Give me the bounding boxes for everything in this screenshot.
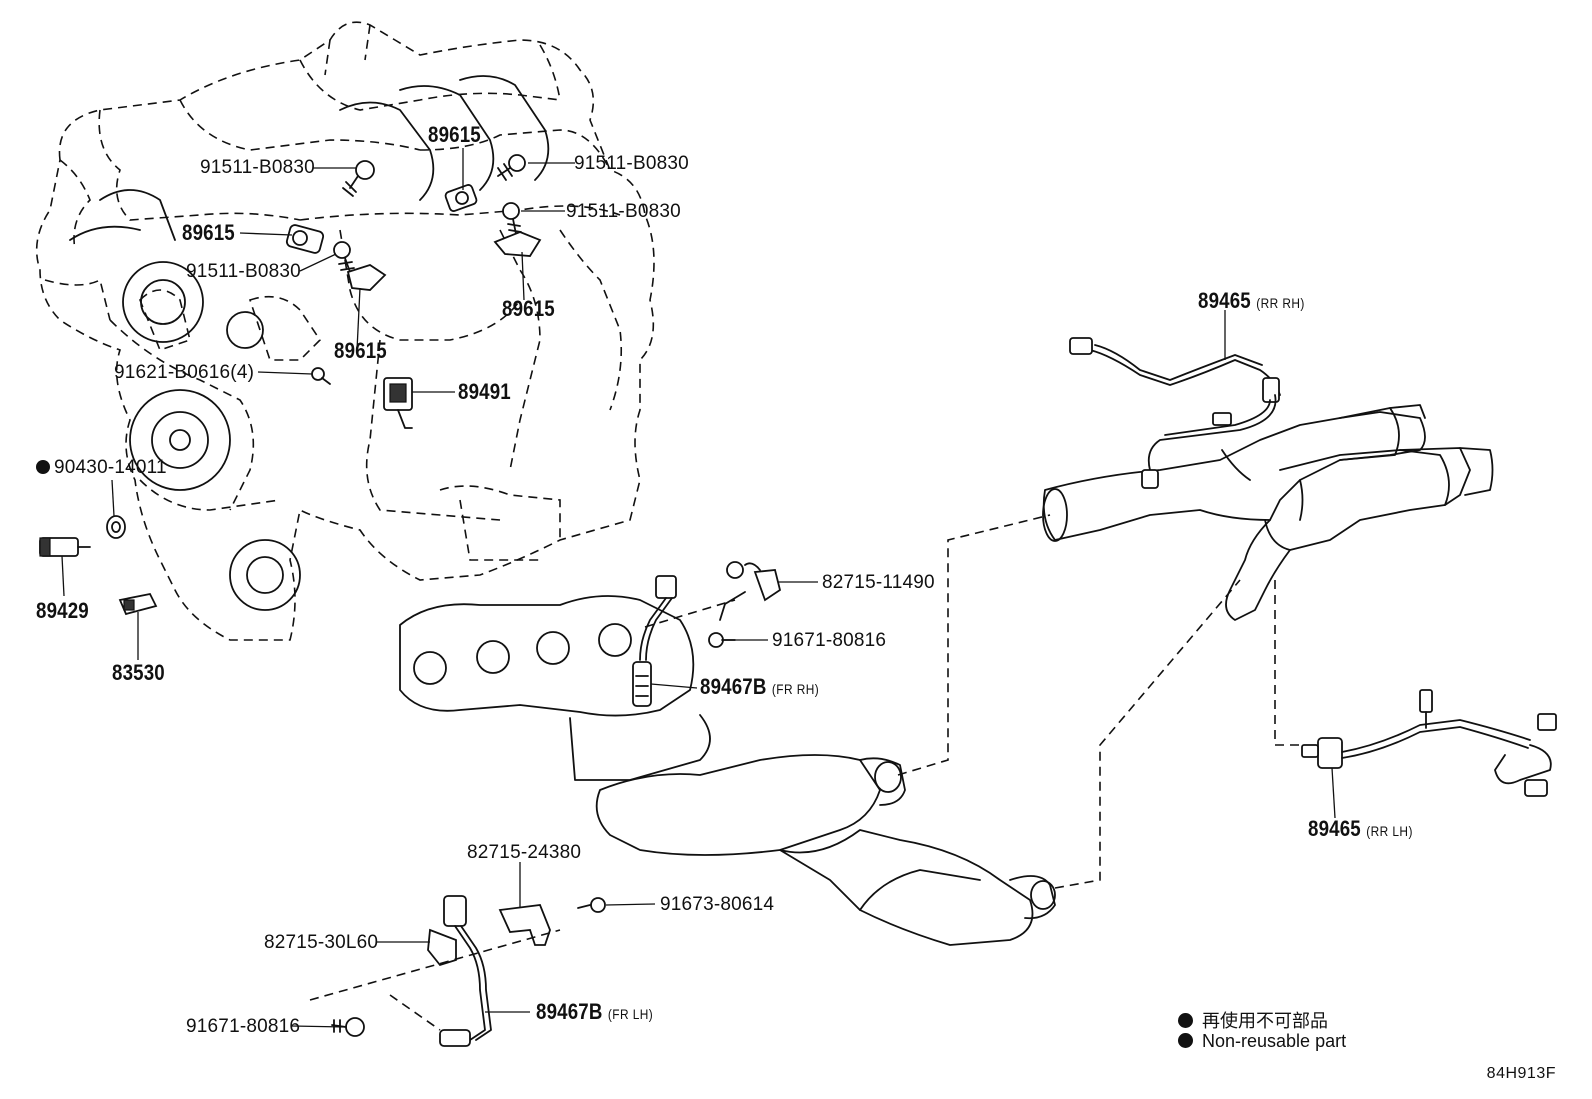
label-89615-left: 89615 bbox=[182, 220, 235, 245]
label-91511-b0830-right-lower: 91511-B0830 bbox=[566, 201, 681, 222]
engine-sensors bbox=[39, 154, 542, 616]
label-89465-rr-lh-number: 89465 bbox=[1308, 816, 1361, 841]
exhaust-rear bbox=[1042, 337, 1557, 797]
label-89491: 89491 bbox=[458, 379, 511, 404]
diagram-code: 84H913F bbox=[1486, 1065, 1556, 1082]
label-90430-14011: 90430-14011 bbox=[36, 458, 167, 477]
label-89615-bottom: 89615 bbox=[334, 338, 387, 363]
label-89465-rr-lh: 89465 (RR LH) bbox=[1308, 818, 1413, 842]
label-89615-right: 89615 bbox=[502, 296, 555, 321]
label-89465-rr-rh-number: 89465 bbox=[1198, 288, 1251, 313]
label-91671-80816-upper: 91671-80816 bbox=[772, 630, 887, 651]
legend-dot-icon bbox=[1178, 1013, 1193, 1028]
legend-japanese-text: 再使用不可部品 bbox=[1202, 1011, 1328, 1031]
label-91671-80816-lower: 91671-80816 bbox=[186, 1016, 301, 1037]
legend-english-text: Non-reusable part bbox=[1202, 1031, 1347, 1051]
label-89465-rr-rh: 89465 (RR RH) bbox=[1198, 290, 1305, 314]
label-89467b-fr-rh-position: (FR RH) bbox=[771, 681, 820, 697]
label-82715-24380: 82715-24380 bbox=[467, 842, 582, 863]
label-90430-14011-text: 90430-14011 bbox=[54, 457, 167, 478]
exhaust-front bbox=[399, 514, 1300, 946]
label-89615-top: 89615 bbox=[428, 122, 481, 147]
label-89467b-fr-lh: 89467B (FR LH) bbox=[536, 1001, 653, 1025]
label-89465-rr-lh-position: (RR LH) bbox=[1366, 823, 1413, 839]
engine-assembly bbox=[35, 21, 655, 641]
label-91511-b0830-left-upper: 91511-B0830 bbox=[200, 157, 315, 178]
label-89467b-fr-lh-number: 89467B bbox=[536, 999, 603, 1024]
leader-lines bbox=[61, 148, 1336, 1028]
label-89467b-fr-rh-number: 89467B bbox=[700, 674, 767, 699]
legend-dot-icon bbox=[1178, 1033, 1193, 1048]
label-91511-b0830-left-lower: 91511-B0830 bbox=[186, 261, 301, 282]
label-82715-11490: 82715-11490 bbox=[822, 572, 935, 593]
label-89465-rr-rh-position: (RR RH) bbox=[1256, 295, 1305, 311]
label-89467b-fr-rh: 89467B (FR RH) bbox=[700, 676, 819, 700]
non-reusable-dot-icon bbox=[36, 460, 50, 474]
label-91511-b0830-right-upper: 91511-B0830 bbox=[574, 153, 689, 174]
label-91621-b0616: 91621-B0616(4) bbox=[114, 362, 255, 383]
label-91673-80614: 91673-80614 bbox=[660, 894, 775, 915]
legend-japanese: 再使用不可部品 bbox=[1178, 1007, 1328, 1033]
label-83530: 83530 bbox=[112, 660, 165, 685]
legend-english: Non-reusable part bbox=[1178, 1031, 1346, 1052]
label-89429: 89429 bbox=[36, 598, 89, 623]
label-82715-30l60: 82715-30L60 bbox=[264, 932, 379, 953]
label-89467b-fr-lh-position: (FR LH) bbox=[607, 1006, 654, 1022]
